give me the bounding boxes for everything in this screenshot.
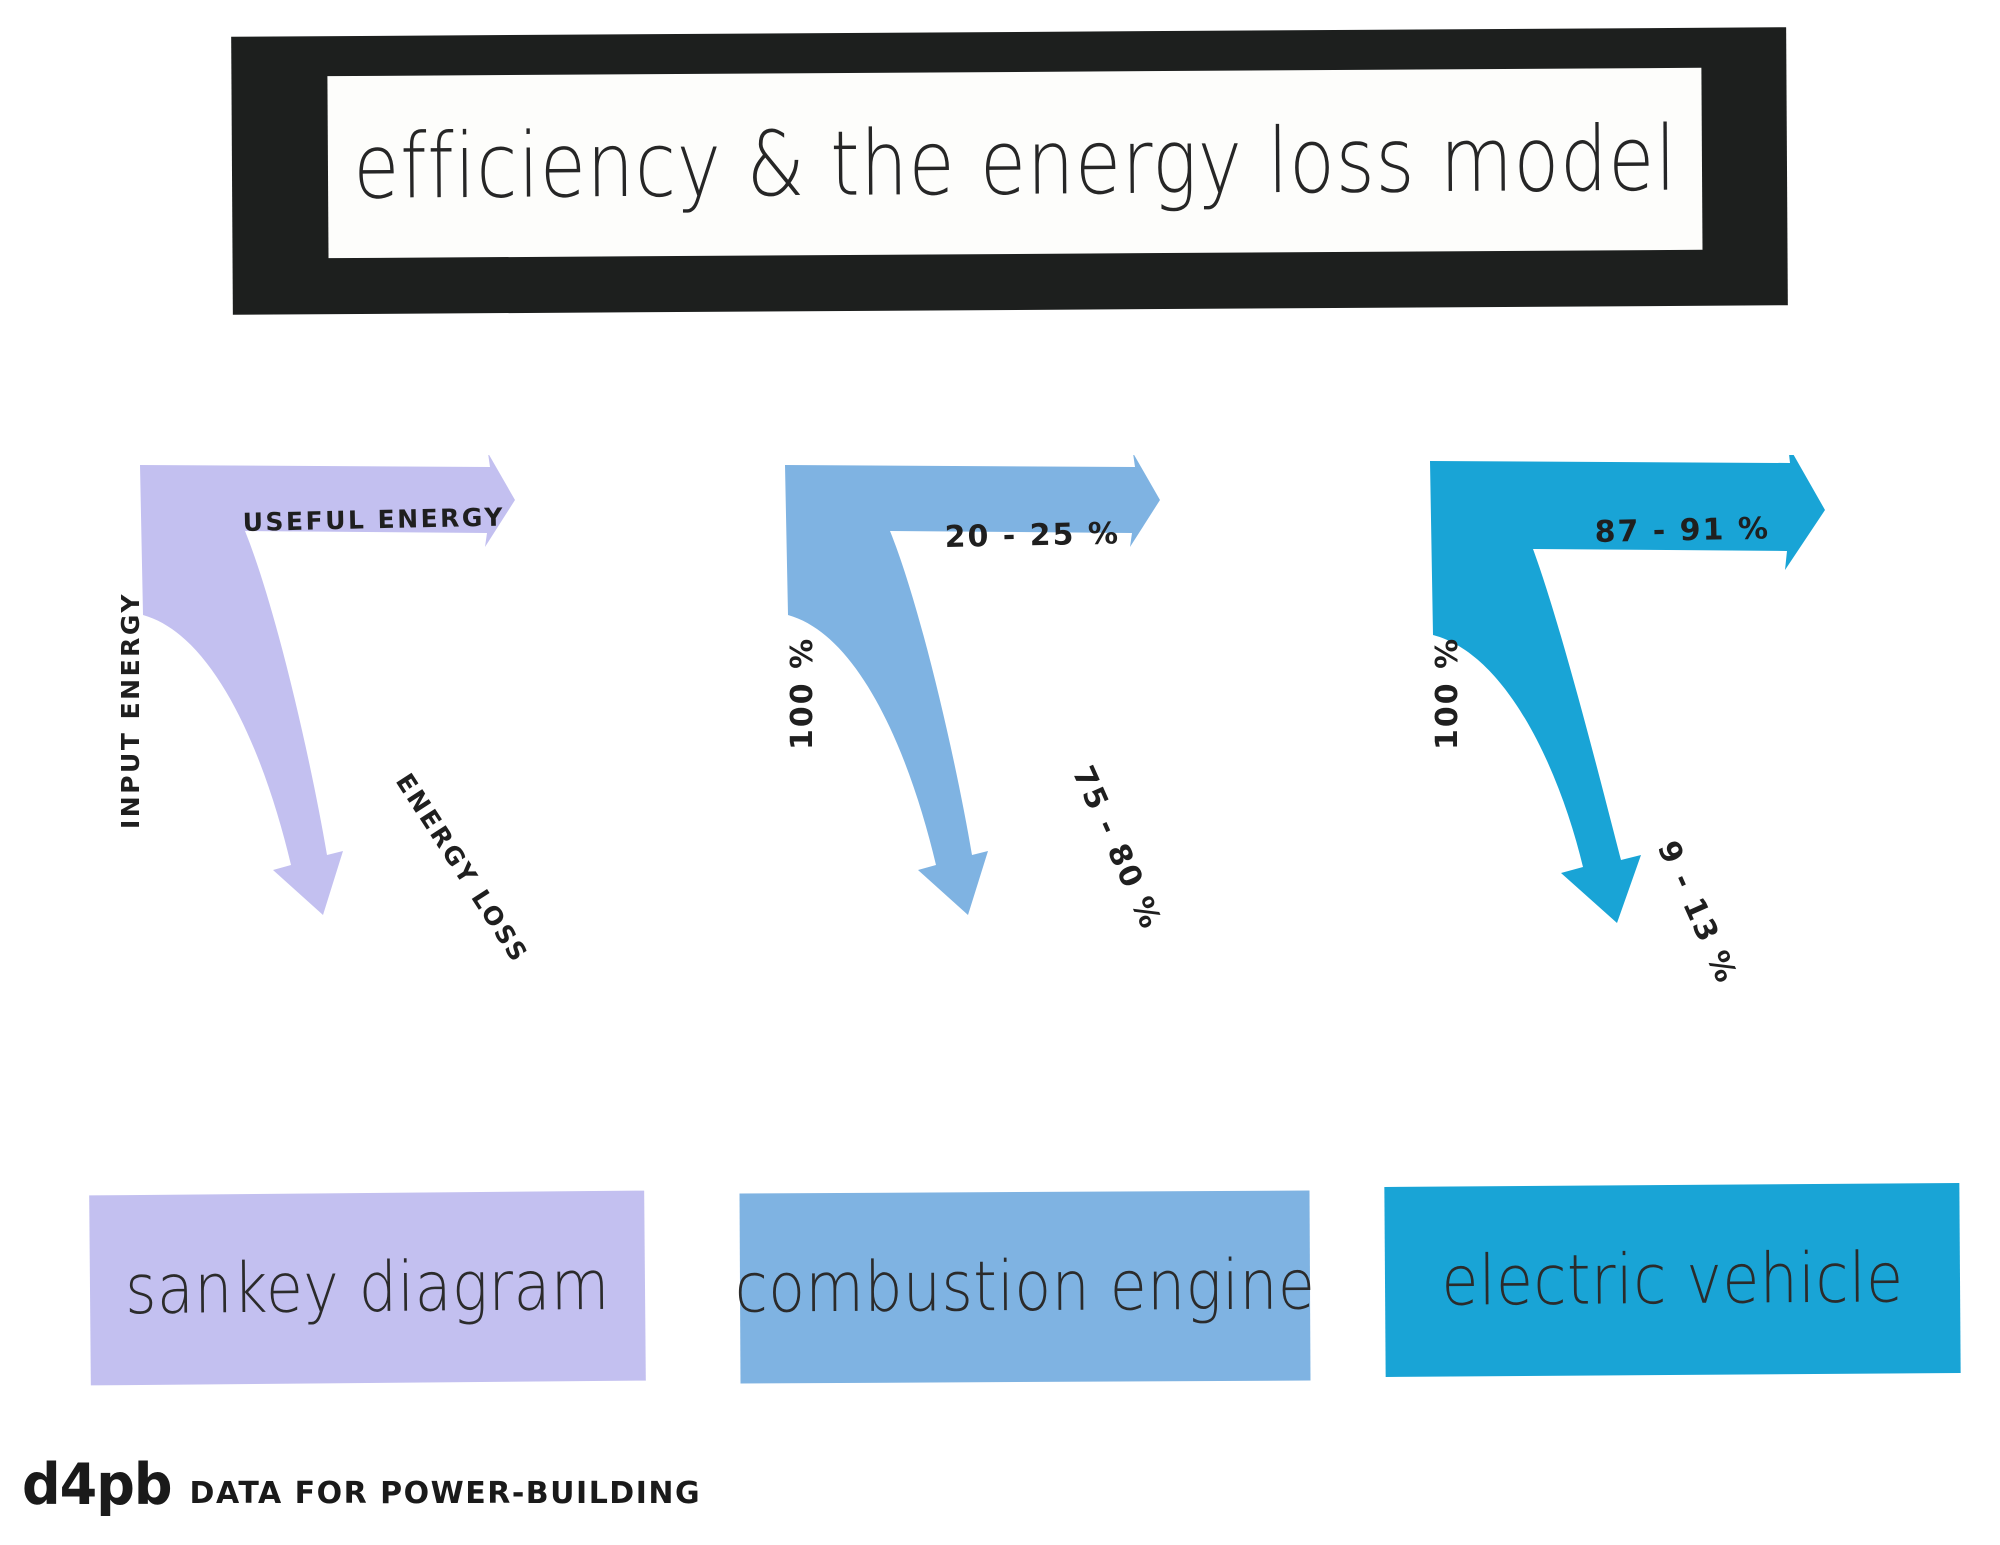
sankey-panel-combustion xyxy=(740,455,1220,985)
caption-text: combustion engine xyxy=(734,1245,1316,1329)
label-useful-energy-sankey: USEFUL ENERGY xyxy=(242,502,506,537)
label-input-energy-combustion: 100 % xyxy=(785,636,820,750)
caption-card-electric-vehicle: electric vehicle xyxy=(1384,1182,1961,1378)
sankey-arrow-teal xyxy=(1430,455,1825,923)
caption-card-combustion-engine: combustion engine xyxy=(734,1190,1316,1384)
title-panel: efficiency & the energy loss model xyxy=(327,67,1703,259)
label-input-energy-sankey: INPUT ENERGY xyxy=(116,591,145,829)
flow-path xyxy=(140,455,515,915)
flow-path xyxy=(1430,455,1825,923)
label-input-energy-electric: 100 % xyxy=(1430,636,1465,750)
brand-logo: d4pb xyxy=(22,1451,173,1518)
flow-path xyxy=(785,455,1160,915)
caption-text: sankey diagram xyxy=(124,1245,611,1331)
sankey-panel-legend xyxy=(95,455,575,985)
caption-text: electric vehicle xyxy=(1441,1238,1904,1322)
label-useful-energy-combustion: 20 - 25 % xyxy=(944,516,1121,555)
label-useful-energy-electric: 87 - 91 % xyxy=(1594,511,1771,550)
caption-card-sankey-diagram: sankey diagram xyxy=(89,1190,646,1386)
sankey-arrow-purple xyxy=(140,455,515,915)
brand-tagline: DATA FOR POWER-BUILDING xyxy=(189,1476,702,1511)
footer: d4pb DATA FOR POWER-BUILDING xyxy=(22,1451,702,1518)
title-frame: efficiency & the energy loss model xyxy=(231,27,1788,315)
sankey-panel-electric xyxy=(1385,455,1865,985)
page-title: efficiency & the energy loss model xyxy=(352,105,1677,219)
sankey-arrow-blue xyxy=(785,455,1160,915)
